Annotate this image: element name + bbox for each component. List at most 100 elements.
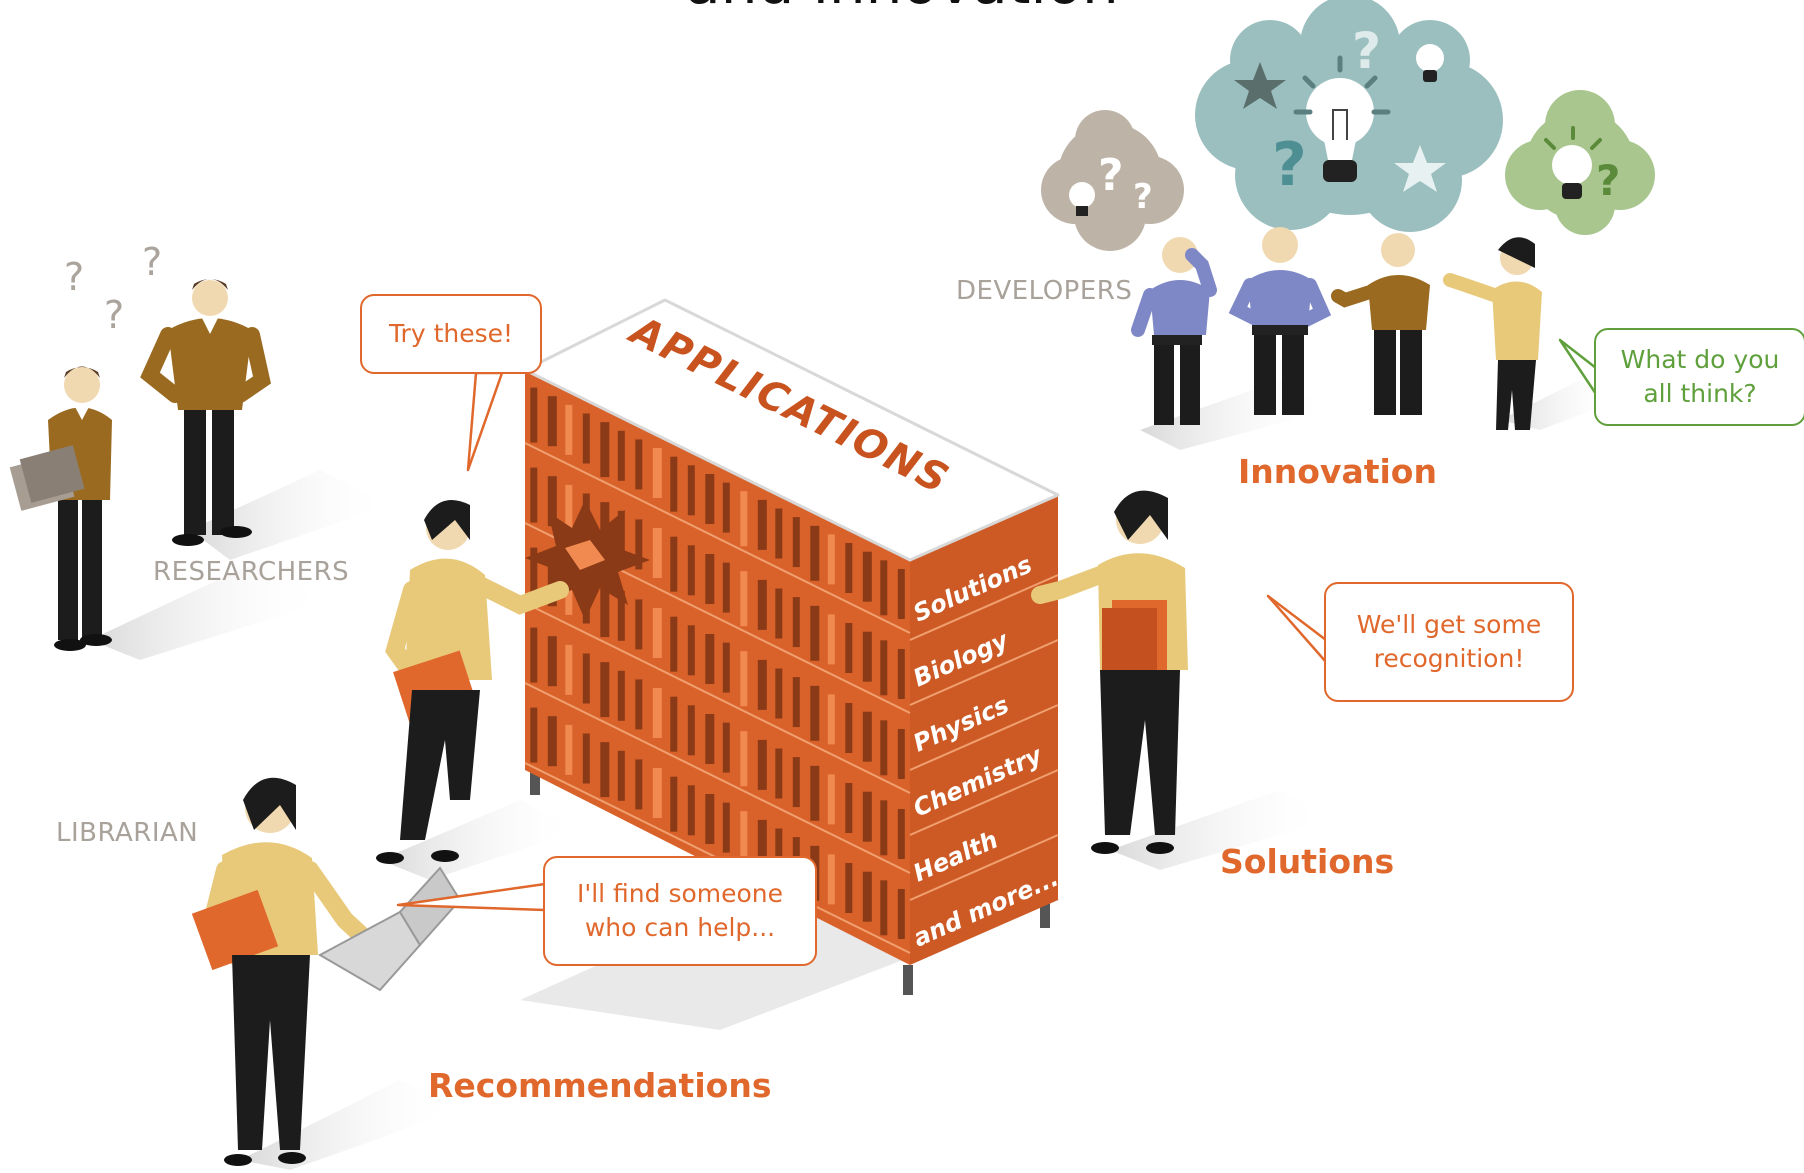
book-slot xyxy=(670,616,678,672)
book-slot xyxy=(740,491,748,547)
book-slot xyxy=(582,733,590,784)
book-slot xyxy=(775,668,783,719)
developer-figure xyxy=(1228,227,1332,415)
book-slot xyxy=(722,802,730,853)
book-slot xyxy=(530,387,538,443)
book-slot xyxy=(897,729,905,779)
book-slot xyxy=(897,889,905,939)
book-slot xyxy=(670,776,678,832)
book-slot xyxy=(687,785,695,836)
book-slot xyxy=(530,707,538,763)
book-slot xyxy=(722,482,730,533)
book-slot xyxy=(705,794,715,844)
book-slot xyxy=(635,439,643,490)
book-slot xyxy=(687,625,695,676)
book-slot xyxy=(530,627,538,683)
book-slot xyxy=(705,634,715,684)
book-slot xyxy=(862,711,872,762)
bubble-text: Try these! xyxy=(388,319,514,348)
book-slot xyxy=(722,722,730,773)
thought-cloud-teal: ? ? xyxy=(1195,0,1503,232)
book-slot xyxy=(775,748,783,799)
book-slot xyxy=(757,659,767,710)
shelf-divider xyxy=(524,602,911,794)
book-slot xyxy=(880,880,888,936)
thought-cloud-green: ? xyxy=(1505,90,1655,235)
question-mark: ? xyxy=(64,255,85,299)
question-mark: ? xyxy=(1352,22,1381,80)
researcher-figure xyxy=(9,366,112,651)
book-slot xyxy=(757,739,767,790)
cabinet-book-slots xyxy=(524,387,911,954)
book-slot xyxy=(705,554,715,604)
shelf-divider xyxy=(524,682,911,874)
book-slot xyxy=(757,499,767,550)
book-slot xyxy=(880,560,888,616)
caption-recommendations: Recommendations xyxy=(428,1066,772,1105)
book-slot xyxy=(845,863,853,913)
book-slot xyxy=(722,562,730,613)
book-slot xyxy=(845,623,853,673)
book-slot xyxy=(897,649,905,699)
woman-figure-pointing xyxy=(376,500,569,864)
book-slot xyxy=(845,783,853,833)
caption-innovation: Innovation xyxy=(1238,452,1437,491)
book-slot xyxy=(722,642,730,693)
book-slot xyxy=(652,608,662,658)
book-slot xyxy=(862,791,872,842)
book-slot xyxy=(670,456,678,512)
lightbulb-icon xyxy=(1306,78,1374,182)
book-slot xyxy=(810,525,820,581)
book-slot xyxy=(547,716,557,767)
book-slot xyxy=(827,694,835,745)
book-slot xyxy=(582,413,590,464)
book-slot xyxy=(810,765,820,821)
speech-bubble-what-do-you-think: What do you all think? xyxy=(1594,328,1804,426)
book-slot xyxy=(880,640,888,696)
bubble-text-line: all think? xyxy=(1643,379,1757,408)
bubble-text-line: recognition! xyxy=(1373,644,1525,673)
page-title-fragment: and innovation xyxy=(0,0,1804,18)
book-slot xyxy=(565,724,573,775)
book-slot xyxy=(827,774,835,825)
book-slot xyxy=(775,508,783,559)
librarian-figure xyxy=(191,777,381,1166)
label-researchers: RESEARCHERS xyxy=(153,557,350,587)
book-slot xyxy=(617,510,625,561)
book-slot xyxy=(792,597,800,648)
developer-figure xyxy=(1443,237,1542,430)
question-mark: ? xyxy=(142,240,163,284)
book-slot xyxy=(600,582,610,638)
book-slot xyxy=(845,703,853,753)
book-slot xyxy=(740,651,748,707)
question-mark: ? xyxy=(1596,156,1620,205)
book-slot xyxy=(617,670,625,721)
question-mark: ? xyxy=(104,293,125,337)
label-developers: DEVELOPERS xyxy=(956,276,1133,306)
speech-bubble-recognition: We'll get some recognition! xyxy=(1324,582,1574,702)
label-librarian: LIBRARIAN xyxy=(56,818,199,848)
book-slot xyxy=(652,448,662,498)
book-slot xyxy=(635,519,643,570)
book-slot xyxy=(547,636,557,687)
book-slot xyxy=(740,731,748,787)
book-slot xyxy=(792,677,800,728)
book-slot xyxy=(740,811,748,867)
laptop-icon xyxy=(317,866,462,992)
book-slot xyxy=(897,809,905,859)
caption-solutions: Solutions xyxy=(1220,842,1395,881)
bubble-text-line: who can help... xyxy=(584,913,776,942)
lightbulb-icon xyxy=(1069,182,1095,216)
star-icon xyxy=(1234,62,1286,109)
thought-cloud-gray: ? ? xyxy=(1041,110,1184,251)
book-slot xyxy=(792,757,800,808)
book-slot xyxy=(880,720,888,776)
book-slot xyxy=(792,517,800,568)
book-slot xyxy=(827,534,835,585)
bubble-text-line: What do you xyxy=(1620,345,1780,374)
book-slot xyxy=(897,569,905,619)
book-slot xyxy=(635,679,643,730)
researcher-figure xyxy=(140,279,271,546)
book-slot xyxy=(617,430,625,481)
